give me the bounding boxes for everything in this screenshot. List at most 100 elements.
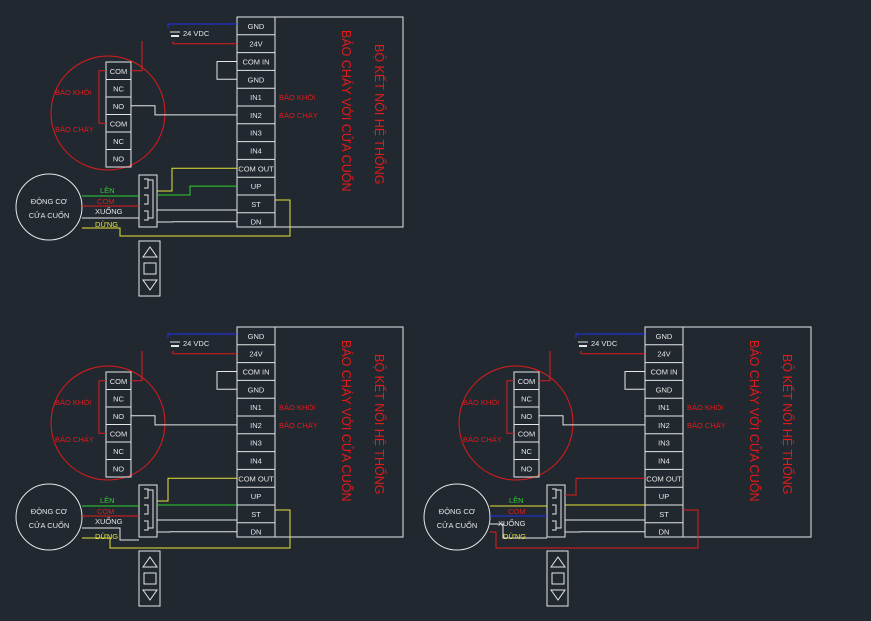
arrow-down-icon [142, 279, 158, 291]
relay-common-bar [148, 179, 154, 219]
sensor-fire-label: BÁO CHÁY [55, 125, 94, 134]
terminal-label: IN3 [658, 439, 670, 448]
terminal-label: GND [248, 332, 265, 341]
fire-smoke-sensor-circle [50, 55, 166, 171]
sensor-terminal-label: NO [113, 102, 124, 111]
sensor-com-bridge [98, 70, 106, 124]
wire-up-label: LÊN [100, 186, 115, 195]
terminal-label: IN3 [250, 439, 262, 448]
sensor-no-to-in2 [539, 415, 645, 426]
terminal-label: DN [251, 218, 262, 227]
stop-wire [82, 509, 291, 549]
sensor-smoke-label: BÁO KHÓI [55, 88, 91, 97]
terminal-label: COM IN [242, 58, 269, 67]
sensor-terminal-label: NC [113, 84, 124, 93]
terminal-label: IN1 [250, 93, 262, 102]
terminal-label: COM IN [242, 368, 269, 377]
arrow-down-icon [142, 589, 158, 601]
motor-label-1: ĐỘNG CƠ [31, 507, 68, 516]
in2-label: BÁO CHÁY [279, 111, 318, 120]
terminal-label: DN [251, 528, 262, 537]
terminal-label: IN4 [250, 457, 262, 466]
terminal-label: IN2 [250, 421, 262, 430]
arrow-up-icon [142, 556, 158, 568]
terminal-label: COM OUT [238, 474, 274, 483]
sensor-no-to-in2 [131, 415, 237, 426]
supply-label: 24 VDC [183, 29, 210, 38]
motor-label-2: CỬA CUỐN [29, 520, 70, 530]
com-out-wire [565, 477, 645, 496]
terminal-label: DN [659, 528, 670, 537]
motor-label-1: ĐỘNG CƠ [31, 197, 68, 206]
terminal-label: IN4 [250, 147, 262, 156]
relay-contact [144, 210, 149, 221]
terminal-label: GND [248, 75, 265, 84]
stop-square-icon [143, 572, 157, 585]
in1-label: BÁO KHÓI [687, 403, 723, 412]
arrow-down-icon [550, 589, 566, 601]
terminal-label: GND [656, 385, 673, 394]
sensor-terminal-label: NC [521, 394, 532, 403]
supply-gnd-wire [575, 333, 645, 338]
relay-contact [552, 488, 557, 499]
wire-com-label: COM [508, 507, 526, 516]
motor-label-1: ĐỘNG CƠ [439, 507, 476, 516]
relay-common-bar [148, 489, 154, 529]
relay-contact [144, 488, 149, 499]
motor-label-2: CỬA CUỐN [29, 210, 70, 220]
terminal-label: COM OUT [646, 474, 682, 483]
motor-down-wire [82, 527, 139, 541]
relay-contact [144, 504, 149, 515]
controller-box [236, 16, 404, 228]
terminal-label: ST [251, 510, 261, 519]
remote-relay-block [138, 484, 158, 538]
sensor-terminal-label: COM [518, 429, 536, 438]
sensor-terminal-label: COM [110, 67, 128, 76]
sensor-no-to-in2 [131, 105, 237, 116]
terminal-label: UP [659, 492, 669, 501]
wire-down-label: XUỐNG [498, 518, 526, 528]
motor-circle [423, 483, 491, 551]
remote-keypad [138, 240, 161, 297]
sensor-terminal-label: COM [110, 429, 128, 438]
supply-24v-wire [172, 41, 237, 45]
terminal-label: UP [251, 492, 261, 501]
sensor-com-bridge [506, 380, 514, 434]
relay-contact [144, 178, 149, 189]
wire-com-label: COM [97, 197, 115, 206]
com-in-gnd-jumper [216, 61, 237, 80]
motor-label-2: CỬA CUỐN [437, 520, 478, 530]
sensor-terminal-label: NC [113, 137, 124, 146]
supply-gnd-wire [167, 23, 237, 28]
stop-wire [490, 509, 699, 549]
sensor-terminal-label: NC [113, 447, 124, 456]
supply-24v-wire [580, 351, 645, 355]
terminal-label: IN1 [250, 403, 262, 412]
com-in-gnd-jumper [216, 371, 237, 390]
arrow-up-icon [550, 556, 566, 568]
remote-keypad [138, 550, 161, 607]
com-out-wire [157, 167, 237, 192]
in2-label: BÁO CHÁY [279, 421, 318, 430]
sensor-terminal-label: NO [521, 464, 532, 473]
sensor-terminal-label: NO [113, 412, 124, 421]
wire-stop-label: DỪNG [503, 532, 526, 541]
relay-common-bar [556, 489, 562, 529]
sensor-terminal-label: COM [518, 377, 536, 386]
stop-square-icon [551, 572, 565, 585]
terminal-label: GND [248, 22, 265, 31]
sensor-com-to-24v [131, 41, 143, 72]
in1-label: BÁO KHÓI [279, 403, 315, 412]
title-line-2: BÁO CHÁY VỚI CỬA CUỐN [339, 340, 354, 501]
in1-label: BÁO KHÓI [279, 93, 315, 102]
relay-contact [144, 194, 149, 205]
remote-relay-block [546, 484, 566, 538]
terminal-label: COM OUT [238, 164, 274, 173]
supply-gnd-wire [167, 333, 237, 338]
in2-label: BÁO CHÁY [687, 421, 726, 430]
terminal-label: IN1 [658, 403, 670, 412]
